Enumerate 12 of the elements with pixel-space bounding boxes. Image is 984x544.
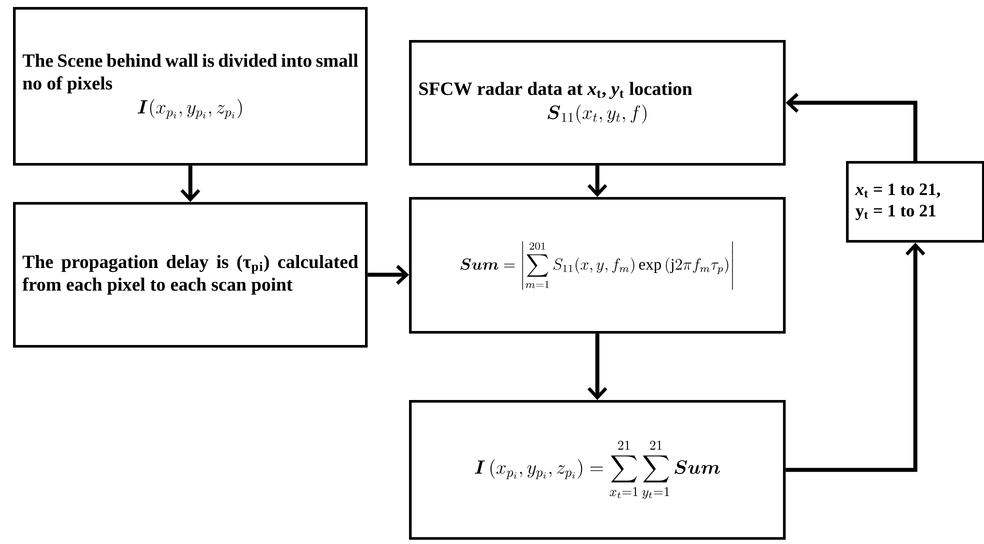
arrow	[587, 334, 608, 400]
arrow	[180, 166, 200, 202]
arrow	[786, 92, 918, 161]
arrow	[786, 242, 926, 472]
loop-box: x$_{t}$ = 1 to 21, y$_{t}$ = 1 to 21	[846, 161, 984, 243]
process-box: SFCW radar data at x$_{t}$, y$_{t}$ location $\boldsymbol{S}_{11}(x_t,y_t,f)$	[409, 40, 786, 166]
formula-box: $\boldsymbol{I}\left(x_{p_i},y_{p_i},z_{p_i}\right)=\sum_{x_t=1}^{21}\sum_{y_t=1}^{21}\boldsymbol{Sum}$	[409, 400, 786, 540]
process-box: The Scene behind wall is divided into small no of pixels $\boldsymbol{I}(x_{p_i},y_{p_i},z_{p_i})$	[13, 7, 368, 166]
formula-box: $\boldsymbol{Sum}=\left|\sum_{m=1}^{201} S_{11}(x,y,f_m)\exp\left(\mathrm{j}2\pi f_m\tau_p\right)\right|$	[409, 197, 786, 334]
arrow	[587, 166, 608, 198]
arrow	[368, 264, 410, 285]
process-box: The propagation delay is (τ$_{pi}$) calculated from each pixel to each scan point	[13, 202, 368, 348]
